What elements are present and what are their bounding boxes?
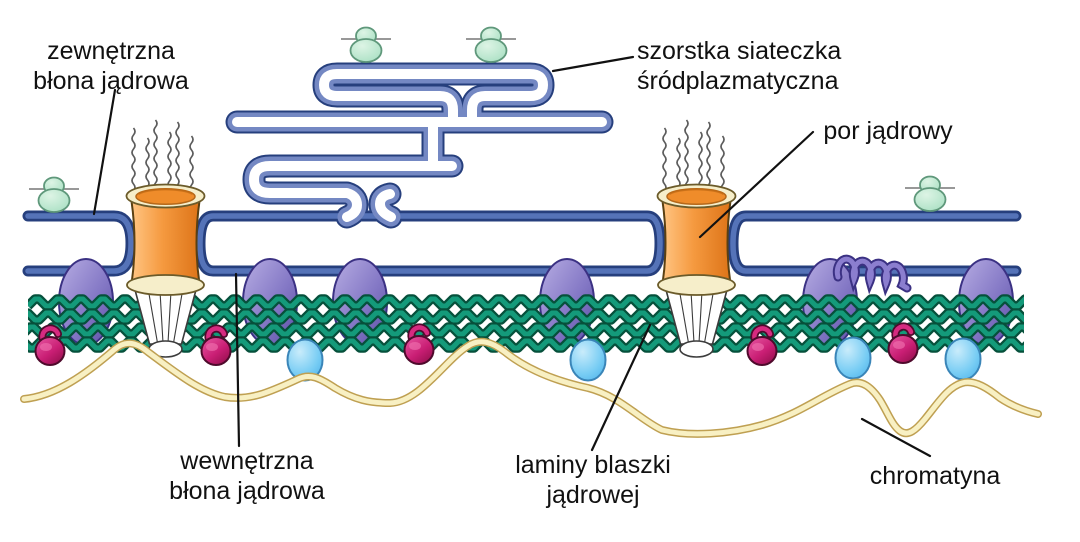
label-rough-er: szorstka siateczka śródplazmatyczna bbox=[637, 36, 841, 96]
label-line: szorstka siateczka bbox=[637, 37, 842, 65]
inner-membrane-proteins bbox=[58, 254, 1014, 346]
blue-protein bbox=[834, 336, 872, 380]
ribosome bbox=[340, 26, 392, 63]
pore-filament bbox=[684, 119, 689, 198]
ribosome bbox=[28, 176, 80, 213]
nuclear-pore-complex bbox=[656, 183, 737, 296]
chromatin-fiber bbox=[20, 337, 1042, 438]
label-line: por jądrowy bbox=[823, 117, 953, 145]
label-line: wewnętrzna bbox=[180, 447, 314, 475]
label-chromatin: chromatyna bbox=[870, 461, 1001, 491]
leader-outer-membrane bbox=[92, 88, 117, 216]
lamin-row bbox=[28, 296, 1024, 309]
label-line: błona jądrowa bbox=[169, 477, 325, 505]
lamin-row bbox=[28, 338, 1024, 351]
label-inner-nuclear-membrane: wewnętrzna błona jądrowa bbox=[169, 446, 325, 506]
label-line: chromatyna bbox=[869, 462, 1001, 490]
lamin-row bbox=[28, 324, 1024, 337]
leader-nuclear-pore bbox=[698, 130, 815, 239]
label-nuclear-pore: por jądrowy bbox=[823, 116, 952, 146]
leader-nuclear-lamina bbox=[590, 323, 652, 452]
label-outer-nuclear-membrane: zewnętrzna błona jądrowa bbox=[33, 36, 189, 96]
label-line: śródplazmatyczna bbox=[637, 67, 839, 95]
label-nuclear-lamina: laminy blaszki jądrowej bbox=[515, 450, 671, 510]
leader-inner-membrane bbox=[234, 272, 241, 448]
pore-filament bbox=[153, 119, 158, 198]
ribosome bbox=[904, 175, 956, 212]
label-line: laminy blaszki bbox=[515, 451, 671, 479]
leader-chromatin bbox=[860, 417, 932, 458]
pore-filament bbox=[131, 127, 136, 199]
leader-rough-er bbox=[551, 55, 635, 73]
label-line: błona jądrowa bbox=[33, 67, 189, 95]
blue-protein bbox=[569, 338, 607, 382]
label-line: zewnętrzna bbox=[47, 37, 175, 65]
label-line: jądrowej bbox=[546, 481, 640, 509]
nuclear-pore-complex bbox=[125, 183, 206, 296]
coiled-protein-domain bbox=[832, 254, 912, 297]
pore-filament bbox=[662, 127, 667, 199]
ribosome bbox=[465, 26, 517, 63]
nuclear-envelope-and-er bbox=[22, 62, 1022, 277]
blue-protein bbox=[944, 337, 982, 381]
